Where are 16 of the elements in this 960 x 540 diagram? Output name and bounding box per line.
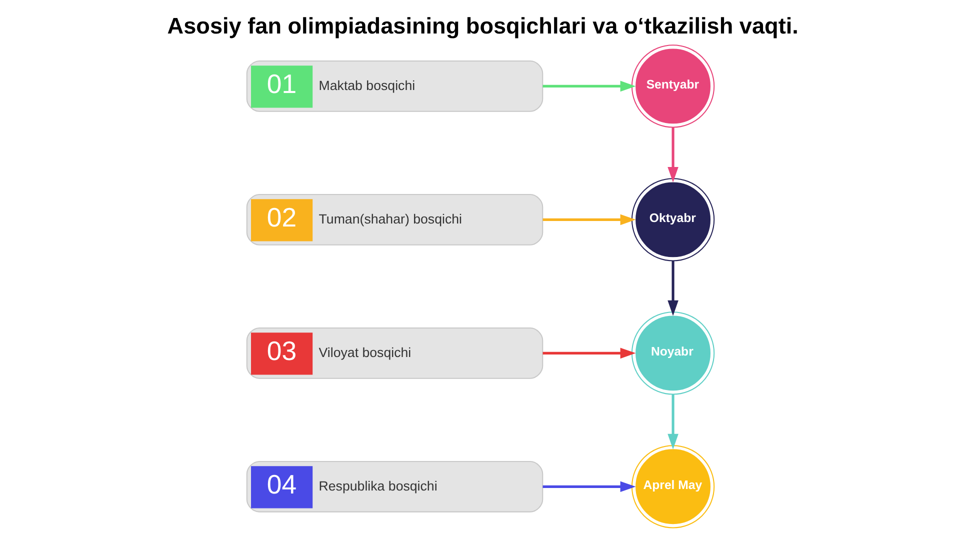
arrow [542,481,636,492]
node-circle: Sentyabr [630,44,714,128]
node-box: 03 Viloyat bosqichi [246,328,543,379]
node-circle: Noyabr [630,312,714,395]
node-circle: Aprel May [630,445,714,528]
arrow [542,348,636,359]
node-box: 04 Respublika bosqichi [246,460,543,512]
arrow [667,260,678,316]
diagram-title: Asosiy fan olimpiadasining bosqichlari va o‘tkazilish vaqti. [166,13,798,38]
node-box: 01 Maktab bosqichi [246,60,543,112]
node-box: 02 Tuman(shahar) bosqichi [246,194,543,246]
node-circle: Oktyabr [630,178,714,262]
arrow [542,214,636,226]
arrow [667,394,678,450]
arrow [667,127,678,182]
arrow [542,80,636,92]
